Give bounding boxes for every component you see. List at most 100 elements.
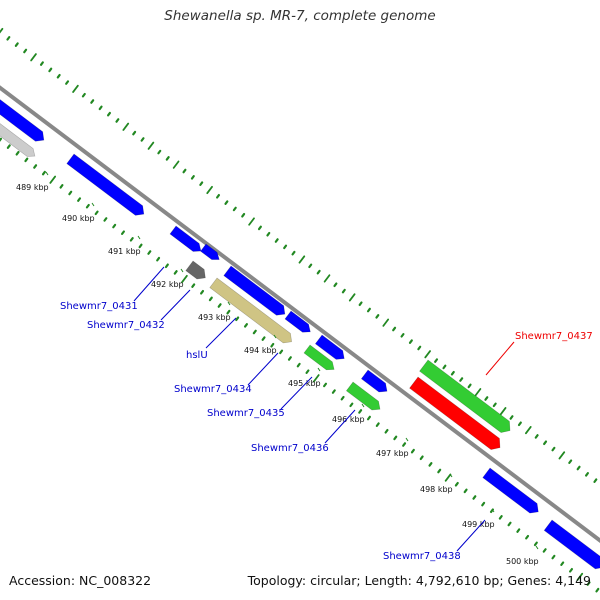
gc-mark bbox=[584, 472, 589, 477]
gc-mark bbox=[481, 501, 486, 507]
gc-mark bbox=[129, 237, 134, 242]
gc-mark bbox=[48, 67, 53, 73]
gene-bar bbox=[209, 277, 292, 344]
kbp-tick bbox=[491, 508, 495, 513]
gene-bar-0437-red bbox=[409, 376, 501, 450]
gc-mark bbox=[243, 323, 248, 328]
gc-mark bbox=[316, 269, 321, 275]
gc-mark bbox=[331, 389, 336, 394]
kbp-tick bbox=[317, 367, 321, 372]
gc-mark bbox=[30, 53, 37, 62]
gc-mark bbox=[24, 157, 29, 163]
gene-bar bbox=[345, 381, 381, 411]
gene-label[interactable]: Shewmr7_0436 bbox=[251, 443, 329, 454]
kbp-tick bbox=[405, 437, 409, 442]
gc-mark bbox=[366, 415, 371, 421]
gc-mark bbox=[410, 448, 415, 454]
gc-mark bbox=[103, 217, 108, 222]
gc-mark bbox=[94, 210, 99, 216]
gc-mark bbox=[14, 42, 19, 47]
gc-mark bbox=[15, 150, 20, 156]
gene-bar bbox=[314, 334, 345, 360]
genome-backbone bbox=[0, 85, 600, 543]
gc-mark bbox=[312, 374, 320, 383]
label-leader-line bbox=[280, 376, 313, 410]
gc-mark bbox=[576, 572, 584, 582]
gene-label[interactable]: Shewmr7_0432 bbox=[87, 320, 165, 331]
gc-mark bbox=[291, 250, 296, 256]
gc-mark bbox=[467, 383, 472, 389]
gc-mark bbox=[200, 289, 205, 295]
kbp-tick-label: 493 kbp bbox=[198, 313, 231, 322]
gc-mark bbox=[112, 223, 117, 229]
gc-mark bbox=[349, 402, 354, 408]
gene-bar bbox=[0, 123, 36, 157]
gc-mark bbox=[384, 428, 389, 434]
label-leader-line bbox=[456, 519, 486, 552]
gc-mark bbox=[77, 197, 82, 202]
inner-gc-track bbox=[0, 137, 600, 593]
gc-mark bbox=[138, 243, 143, 249]
gc-mark bbox=[274, 238, 279, 243]
gc-mark bbox=[524, 426, 532, 435]
gc-mark bbox=[122, 122, 130, 131]
gc-mark bbox=[157, 149, 162, 155]
gene-label[interactable]: hslU bbox=[186, 350, 208, 361]
label-leader-line bbox=[133, 266, 165, 302]
gc-mark bbox=[132, 130, 137, 136]
gc-mark bbox=[560, 561, 565, 566]
gene-bar bbox=[360, 369, 388, 393]
gc-mark bbox=[164, 263, 169, 269]
backbone-group bbox=[0, 85, 600, 543]
gc-mark bbox=[232, 206, 237, 212]
gc-mark bbox=[308, 263, 313, 269]
gc-mark bbox=[6, 36, 11, 41]
kbp-tick-label: 497 kbp bbox=[376, 449, 409, 458]
gc-mark bbox=[81, 92, 86, 98]
gc-mark bbox=[558, 451, 566, 460]
gene-label[interactable]: Shewmr7_0431 bbox=[60, 301, 138, 312]
gene-label[interactable]: Shewmr7_0438 bbox=[383, 551, 461, 562]
gc-mark bbox=[534, 434, 539, 439]
gc-mark bbox=[586, 581, 591, 586]
gc-mark bbox=[419, 455, 424, 461]
label-leader-line bbox=[485, 341, 515, 376]
gc-mark bbox=[98, 105, 103, 111]
kbp-tick bbox=[535, 545, 539, 550]
gc-mark bbox=[417, 345, 422, 351]
gc-mark bbox=[279, 349, 284, 355]
gc-mark bbox=[305, 369, 310, 374]
gc-mark bbox=[382, 318, 390, 327]
gc-mark bbox=[348, 293, 356, 302]
gc-mark bbox=[59, 184, 64, 189]
gc-mark bbox=[517, 421, 522, 427]
gene-label[interactable]: Shewmr7_0434 bbox=[174, 384, 252, 395]
gene-bar bbox=[0, 99, 45, 142]
gene-bar bbox=[200, 243, 220, 260]
gene-label[interactable]: Shewmr7_0435 bbox=[207, 408, 285, 419]
gc-mark bbox=[484, 396, 489, 401]
gc-mark bbox=[341, 288, 346, 294]
feature-track bbox=[0, 99, 600, 570]
gc-mark bbox=[400, 333, 405, 338]
gene-label[interactable]: Shewmr7_0437 bbox=[515, 331, 593, 342]
kbp-tick-label: 492 kbp bbox=[151, 280, 184, 289]
gc-mark bbox=[551, 554, 556, 560]
gene-bar bbox=[185, 260, 206, 280]
gc-mark bbox=[206, 185, 213, 195]
gc-mark bbox=[208, 296, 213, 302]
kbp-tick-label: 498 kbp bbox=[420, 485, 453, 494]
kbp-tick-label: 491 kbp bbox=[108, 247, 141, 256]
gc-mark bbox=[216, 193, 221, 199]
gc-mark bbox=[241, 212, 246, 218]
gc-mark bbox=[428, 462, 433, 467]
gc-mark bbox=[182, 168, 187, 174]
gc-mark bbox=[459, 377, 464, 382]
gc-mark bbox=[595, 587, 600, 593]
gc-mark bbox=[323, 274, 331, 283]
gene-bar bbox=[169, 225, 202, 252]
gc-mark bbox=[434, 358, 439, 363]
gc-mark bbox=[147, 141, 155, 150]
